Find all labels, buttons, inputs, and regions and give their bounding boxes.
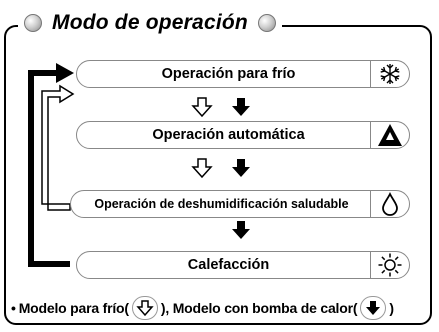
water-drop-icon	[382, 192, 398, 216]
solid-down-arrow-icon	[232, 98, 250, 116]
hollow-down-arrow-icon	[191, 158, 213, 179]
mode-dehumidification: Operación de deshumidificación saludable	[70, 190, 410, 218]
mode-label: Operación para frío	[161, 66, 296, 82]
solid-down-arrow-icon	[232, 159, 250, 177]
heat-pump-text: ), Modelo con bomba de calor(	[160, 300, 358, 316]
mode-icon-box	[370, 121, 409, 149]
bullet-dot-icon	[257, 14, 276, 32]
mode-label: Operación automática	[152, 127, 305, 143]
heat-pump-cycle-arrowhead	[56, 63, 74, 83]
legend-footnote: • Modelo para frío( ), Modelo con bomba …	[11, 296, 394, 320]
mode-automatic: Operación automática	[76, 121, 410, 149]
solid-down-arrow-icon	[360, 296, 387, 320]
bullet-dot-icon	[24, 14, 42, 32]
snowflake-icon	[380, 64, 400, 84]
page-title: Modo de operación	[52, 11, 248, 34]
hollow-down-arrow-icon	[131, 296, 158, 320]
mode-icon-box	[370, 60, 409, 88]
cool-cycle-arrow	[41, 84, 75, 211]
footnote-bullet: •	[11, 300, 16, 316]
sun-icon	[378, 253, 402, 277]
mode-icon-box	[370, 190, 409, 218]
mode-label: Operación de deshumidificación saludable	[94, 197, 349, 211]
heat-pump-cycle-arrow	[28, 70, 70, 267]
hollow-down-arrow-icon	[191, 97, 213, 118]
mode-icon-box	[370, 251, 409, 279]
mode-cooling: Operación para frío	[76, 60, 410, 88]
mode-label: Calefacción	[187, 257, 270, 273]
solid-down-arrow-icon	[232, 221, 250, 239]
footnote-closing: )	[389, 300, 394, 316]
auto-triangle-icon	[378, 124, 402, 146]
mode-heating: Calefacción	[76, 251, 410, 279]
cool-model-text: Modelo para frío(	[18, 300, 129, 316]
title-bar: Modo de operación	[18, 8, 282, 38]
